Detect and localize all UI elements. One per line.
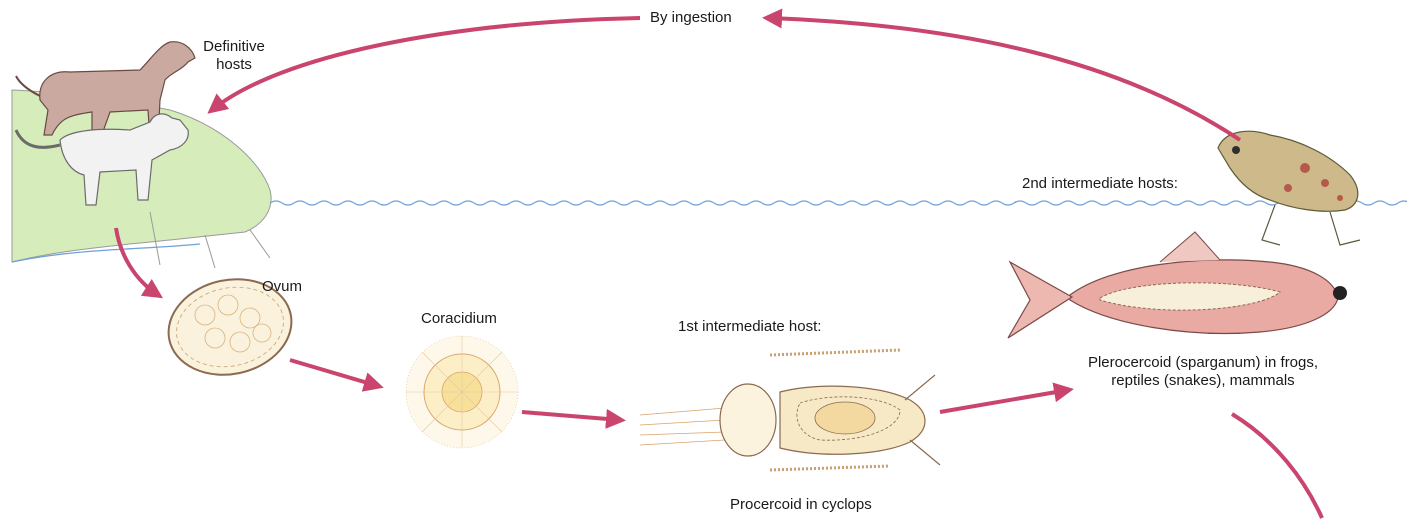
plerocercoid-label: Plerocercoid (sparganum) in frogs, repti… xyxy=(1048,354,1358,390)
by-ingestion-label: By ingestion xyxy=(650,9,732,27)
arrow-fish-onward xyxy=(1232,414,1322,518)
frog-illustration xyxy=(1218,131,1360,245)
arrow-cyclops-to-fish xyxy=(940,390,1068,412)
definitive-hosts-label: Definitive hosts xyxy=(200,38,268,74)
arrow-frog-to-label xyxy=(768,18,1240,140)
arrow-ovum-to-coracidium xyxy=(290,360,378,386)
plerocercoid-line-2: reptiles (snakes), mammals xyxy=(1048,372,1358,390)
definitive-hosts-line-1: Definitive xyxy=(200,38,268,56)
coracidium-illustration xyxy=(406,336,518,448)
coracidium-label: Coracidium xyxy=(421,310,497,328)
plerocercoid-line-1: Plerocercoid (sparganum) in frogs, xyxy=(1048,354,1358,372)
definitive-hosts-line-2: hosts xyxy=(200,56,268,74)
water-surface xyxy=(270,201,1407,205)
fish-illustration xyxy=(1008,232,1347,338)
arrow-label-to-hosts xyxy=(212,18,640,110)
first-intermediate-label: 1st intermediate host: xyxy=(678,318,821,336)
second-intermediate-label: 2nd intermediate hosts: xyxy=(1022,175,1178,193)
procercoid-label: Procercoid in cyclops xyxy=(730,496,872,514)
arrow-coracidium-to-cyclops xyxy=(522,412,620,420)
cyclops-illustration xyxy=(640,350,940,470)
ovum-label: Ovum xyxy=(262,278,302,296)
